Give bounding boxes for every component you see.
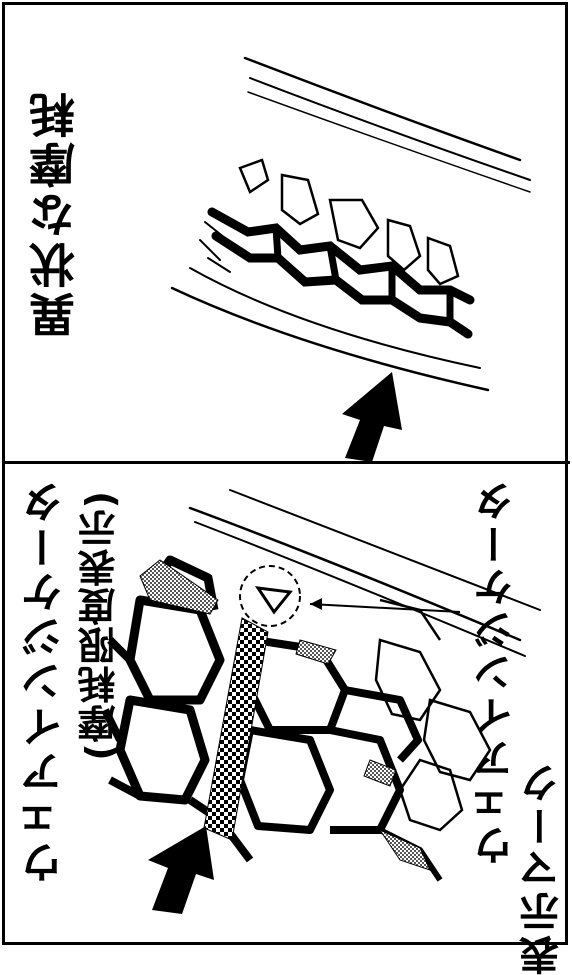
abnormal-wear-label: 異状な摩耗 [28, 88, 82, 338]
wear-indicator-title: ウェアインジケータ [20, 478, 69, 883]
wear-indicator-subtitle: (摩耗限度表示) [78, 490, 122, 761]
triangle-mark-icon [254, 586, 293, 615]
diagram-frame [2, 2, 568, 945]
indicator-mark-circle [239, 565, 301, 627]
wear-indicator-bar [203, 617, 269, 841]
tread-grey-shading [139, 559, 431, 871]
tire-illustration [101, 56, 541, 914]
mark-label-line2: 表示マーク [520, 760, 566, 975]
abnormal-wear-arrow [342, 372, 402, 462]
abnormal-wear-drawing [170, 56, 531, 392]
panel-divider [2, 461, 570, 464]
wear-indicator-arrow [148, 826, 214, 914]
leader-line [309, 603, 461, 613]
